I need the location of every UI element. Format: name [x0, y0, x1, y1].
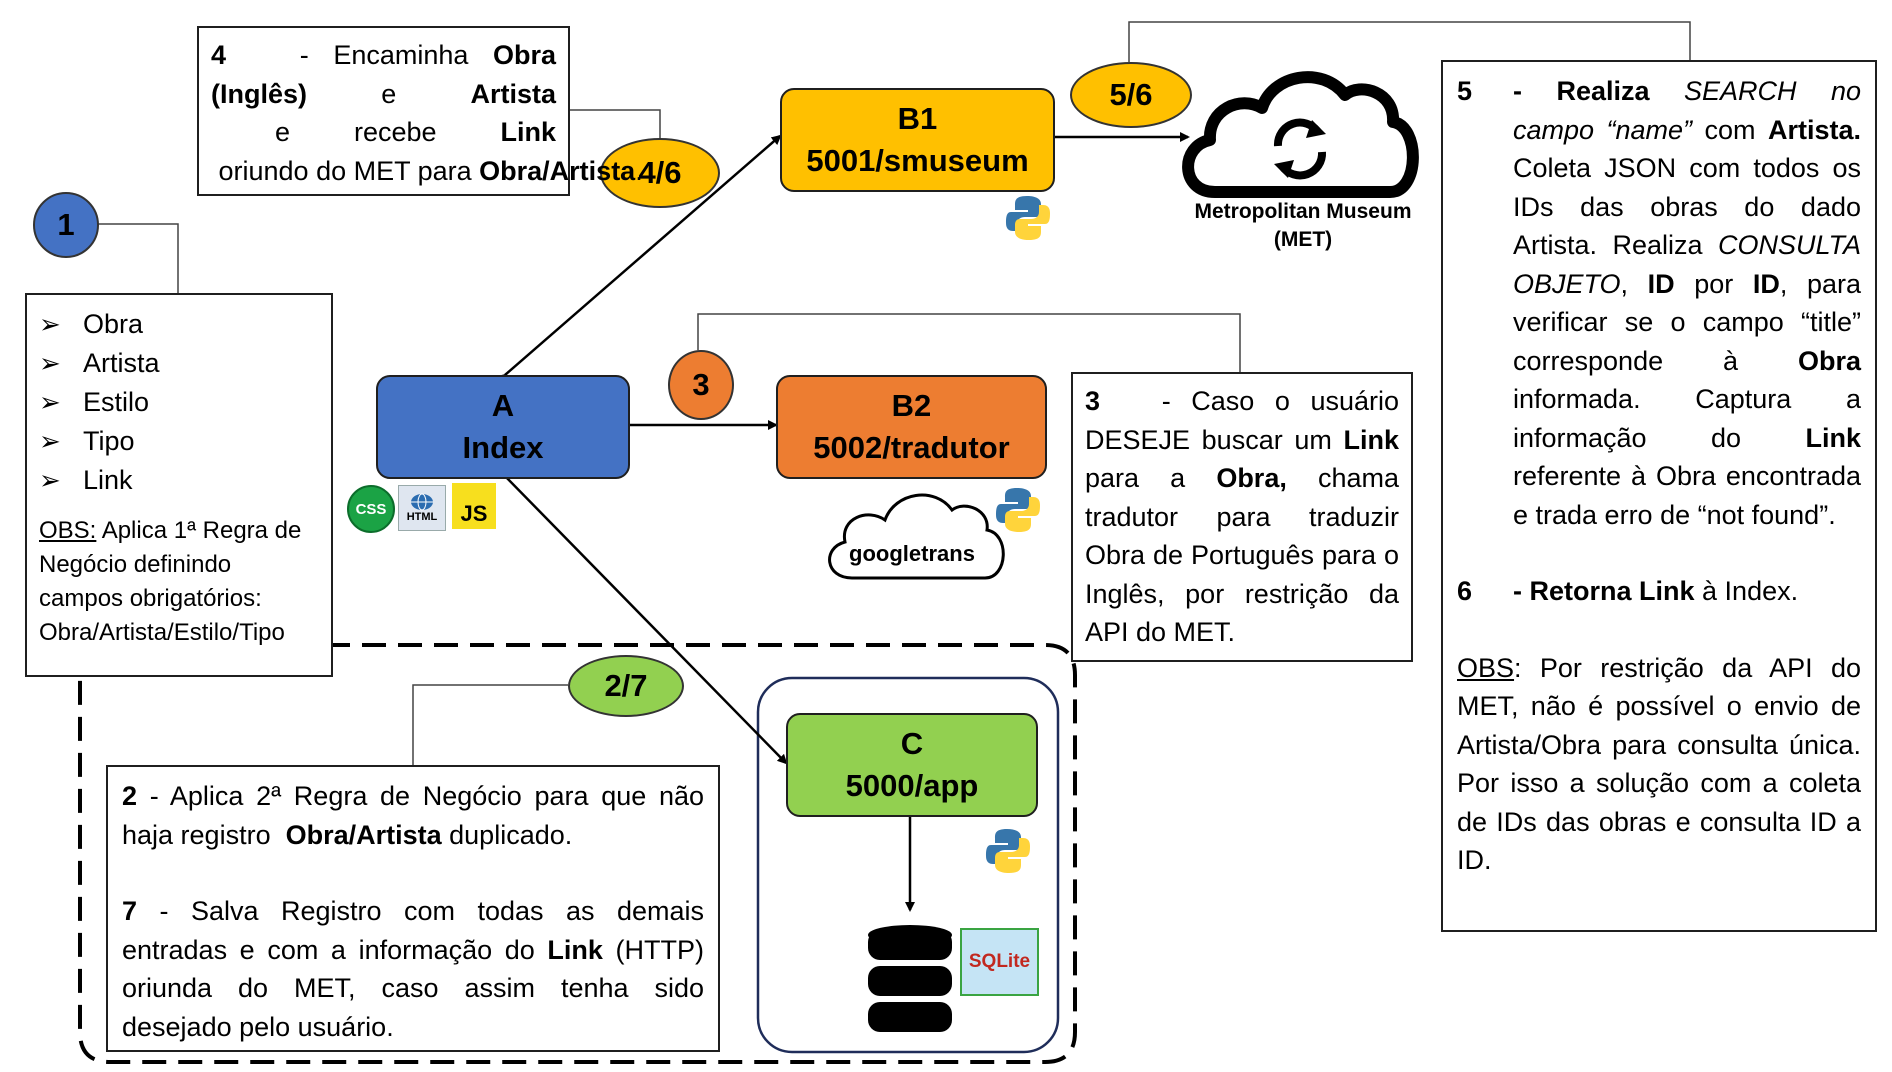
step5-text: - Realiza SEARCH no campo “name” com Art… — [1513, 76, 1869, 530]
step-badge-5-6: 5/6 — [1070, 62, 1192, 128]
html-icon-label: HTML — [406, 511, 438, 523]
node-a-title: A — [491, 388, 515, 423]
step-badge-5-6-label: 5/6 — [1109, 77, 1153, 112]
node-c-app: C 5000/app — [786, 713, 1038, 817]
step3-text: 3 - Caso o usuário DESEJE buscar um Link… — [1085, 386, 1407, 647]
step5-number: 5 — [1457, 76, 1473, 106]
node-b2-title: B2 — [891, 388, 932, 423]
css-icon: CSS — [347, 485, 395, 533]
list-item: ➢ Artista — [39, 344, 319, 383]
badge3-leader — [697, 313, 1241, 372]
step-badge-2-7-label: 2/7 — [604, 668, 648, 703]
step-badge-2-7: 2/7 — [568, 655, 684, 717]
list-item: ➢ Tipo — [39, 422, 319, 461]
step-badge-3: 3 — [668, 350, 734, 420]
badge1-leader — [95, 223, 179, 293]
box1-note: OBS: Aplica 1ª Regra de Negócio definind… — [39, 514, 319, 650]
node-b1-subtitle: 5001/smuseum — [806, 143, 1029, 178]
step7-text: 7 - Salva Registro com todas as demais e… — [122, 896, 712, 1042]
node-b1-title: B1 — [897, 101, 938, 136]
node-b2-tradutor: B2 5002/tradutor — [776, 375, 1047, 479]
step6-row: 6 - Retorna Link à Index. — [1457, 572, 1861, 611]
js-icon-label: JS — [460, 501, 488, 526]
step-badge-4-6-label: 4/6 — [638, 155, 682, 190]
css-icon-label: CSS — [355, 500, 387, 518]
field-list: ➢ Obra ➢ Artista ➢ Estilo ➢ Tipo ➢ Link — [39, 305, 319, 500]
step-badge-4-6: 4/6 — [600, 138, 720, 208]
arrow-bullet-icon: ➢ — [39, 348, 61, 379]
step2-text: 2 - Aplica 2ª Regra de Negócio para que … — [122, 781, 712, 850]
step6-number: 6 — [1457, 576, 1473, 606]
field-label: Tipo — [83, 426, 135, 457]
met-label: Metropolitan Museum (MET) — [1178, 198, 1428, 254]
required-fields-box: ➢ Obra ➢ Artista ➢ Estilo ➢ Tipo ➢ Link OBS: … — [25, 293, 333, 677]
node-b2-subtitle: 5002/tradutor — [813, 430, 1010, 465]
list-item: ➢ Link — [39, 461, 319, 500]
step5-row: 5 - Realiza SEARCH no campo “name” com A… — [1457, 72, 1861, 534]
step-badge-3-label: 3 — [692, 367, 710, 402]
sqlite-icon-label: SQLite — [968, 951, 1031, 972]
field-label: Artista — [83, 348, 160, 379]
badge2-leader — [412, 684, 568, 765]
step-badge-1-label: 1 — [57, 207, 75, 242]
database-icon — [868, 925, 952, 1032]
list-item: ➢ Obra — [39, 305, 319, 344]
python-icon-c — [986, 829, 1030, 873]
step6-text: - Retorna Link à Index. — [1513, 576, 1799, 606]
js-icon: JS — [452, 483, 496, 529]
arrow-bullet-icon: ➢ — [39, 309, 61, 340]
node-c-title: C — [900, 726, 924, 761]
badge4-leader — [570, 109, 661, 138]
arrow-bullet-icon: ➢ — [39, 387, 61, 418]
arrow-a-c — [493, 464, 788, 765]
googletrans-cloud-icon — [828, 493, 1005, 580]
obs-text: Aplica 1ª Regra de Negócio definindo cam… — [39, 517, 302, 646]
node-b1-smuseum: B1 5001/smuseum — [780, 88, 1055, 192]
list-item: ➢ Estilo — [39, 383, 319, 422]
step-badge-1: 1 — [33, 192, 99, 258]
badge5-leader — [1128, 21, 1691, 62]
step3-description-box: 3 - Caso o usuário DESEJE buscar um Link… — [1071, 372, 1413, 662]
app-container — [756, 676, 1060, 1054]
arrow-bullet-icon: ➢ — [39, 465, 61, 496]
met-cloud-icon — [1182, 71, 1419, 198]
field-label: Obra — [83, 309, 144, 340]
field-label: Estilo — [83, 387, 150, 418]
met-label-line1: Metropolitan Museum — [1194, 200, 1412, 223]
field-label: Link — [83, 465, 133, 496]
step5-6-description-box: 5 - Realiza SEARCH no campo “name” com A… — [1441, 60, 1877, 932]
met-label-line2: (MET) — [1273, 228, 1333, 251]
globe-icon — [411, 493, 433, 511]
arrow-bullet-icon: ➢ — [39, 426, 61, 457]
node-a-index: A Index — [376, 375, 630, 479]
step4-text: 4 - Encaminha Obra (Inglês) e Artista e … — [211, 40, 643, 186]
html-icon: HTML — [398, 485, 446, 531]
node-c-subtitle: 5000/app — [845, 768, 979, 803]
step2-7-description-box: 2 - Aplica 2ª Regra de Negócio para que … — [106, 765, 720, 1052]
node-a-subtitle: Index — [462, 430, 544, 465]
python-icon-b2 — [996, 488, 1040, 532]
arrow-a-b1 — [495, 134, 782, 385]
box5-note: OBS: Por restrição da API do MET, não é … — [1457, 652, 1861, 876]
step4-description-box: 4 - Encaminha Obra (Inglês) e Artista e … — [197, 26, 643, 196]
obs-label: OBS: — [39, 517, 97, 544]
sqlite-icon: SQLite — [960, 928, 1039, 996]
python-icon-b1 — [1006, 196, 1050, 240]
googletrans-label: googletrans — [849, 541, 975, 566]
